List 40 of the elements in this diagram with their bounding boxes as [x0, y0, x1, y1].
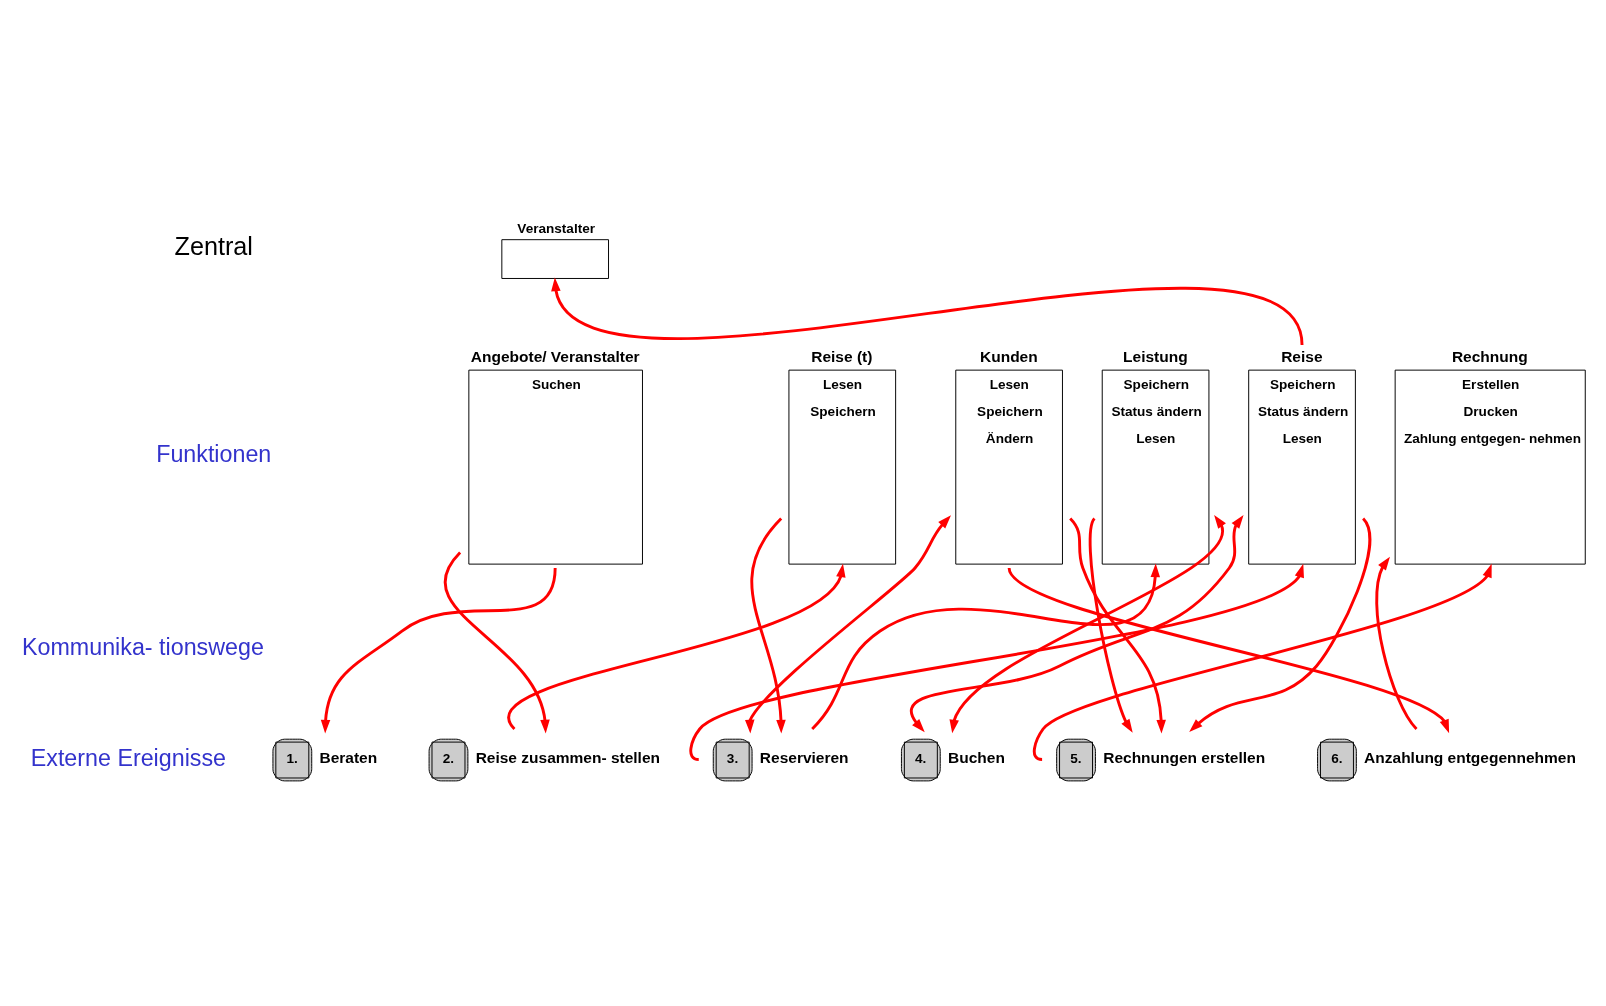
node-label: Rechnung [1451, 347, 1528, 365]
arrow [1088, 517, 1133, 733]
node-label: Buchen [948, 748, 1005, 766]
node-label: Reise (t) [811, 347, 873, 365]
arrow [949, 514, 1226, 733]
node-box: Lesen Speichern Ändern [955, 369, 1063, 565]
node-label: Reservieren [759, 748, 849, 766]
arrow [689, 563, 1304, 761]
arrow [320, 567, 557, 733]
label: Funktionen [156, 440, 272, 467]
arrow [745, 514, 951, 733]
label: Zentral [174, 231, 253, 260]
arrow [1189, 517, 1372, 732]
arrow [910, 514, 1244, 732]
node-box [501, 238, 609, 279]
node-label: Angebote/ Veranstalter [470, 347, 640, 365]
node-label: Leistung [1123, 347, 1188, 365]
node-box: Lesen Speichern [788, 369, 897, 565]
node-box: Speichern Status ändern Lesen [1101, 369, 1210, 565]
arrow [443, 551, 550, 733]
arrow [1375, 556, 1418, 730]
label: Externe Ereignisse [30, 744, 227, 771]
arrow [1069, 517, 1166, 733]
node-label: Beraten [319, 748, 378, 766]
node-label: Reise zusammen- stellen [475, 748, 660, 766]
node-box: Suchen [468, 369, 643, 565]
node-label: Rechnungen erstellen [1103, 748, 1266, 766]
node-label: Reise [1281, 347, 1323, 365]
node-label: Kunden [980, 347, 1038, 365]
arrow [750, 517, 786, 733]
arrow [1033, 563, 1492, 761]
node-label: Anzahlung entgegennehmen [1364, 748, 1576, 766]
arrow [811, 563, 1161, 730]
arrow [508, 563, 846, 730]
node-label: Veranstalter [517, 220, 596, 236]
arrow [1007, 566, 1450, 733]
node-box: Erstellen Drucken Zahlung entgegen- nehmen [1394, 369, 1586, 565]
node-box: Speichern Status ändern Lesen [1248, 369, 1356, 565]
arrow [551, 277, 1304, 345]
label: Kommunika- tionswege [22, 633, 264, 660]
